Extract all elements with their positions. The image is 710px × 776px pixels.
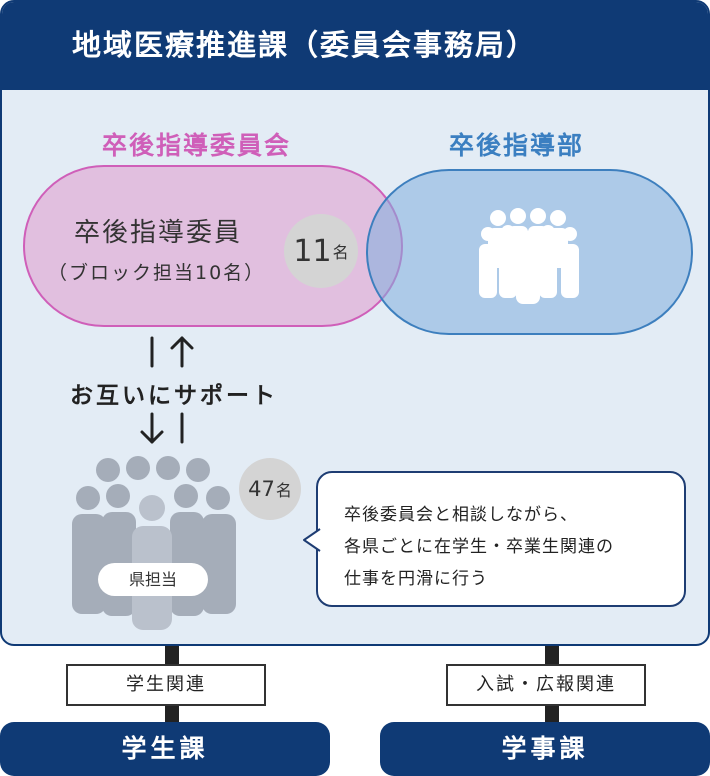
speech-bubble-tail (303, 528, 321, 552)
committee-count-unit: 名 (332, 243, 349, 262)
committee-member-title: 卒後指導委員 (74, 218, 243, 248)
prefecture-people-icon (72, 456, 236, 630)
prefecture-count: 47 (248, 477, 275, 501)
committee-label: 卒後指導委員会 (102, 131, 292, 160)
support-arrows-icon (140, 336, 194, 444)
group-people-icon (479, 208, 579, 304)
prefecture-label: 県担当 (98, 563, 208, 596)
committee-member-sub: （ブロック担当10名） (48, 262, 266, 284)
support-text: お互いにサポート (70, 383, 278, 409)
academic-affairs-division[interactable]: 学事課 (380, 722, 710, 776)
bubble-line-1: 卒後委員会と相談しながら、 (344, 505, 578, 525)
committee-count: 11 (293, 233, 332, 269)
prefecture-count-unit: 名 (275, 481, 292, 500)
page-title: 地域医療推進課（委員会事務局） (2, 2, 708, 90)
speech-bubble: 卒後委員会と相談しながら、 各県ごとに在学生・卒業生関連の 仕事を円滑に行う (316, 471, 686, 607)
department-label: 卒後指導部 (449, 131, 585, 160)
student-affairs-division[interactable]: 学生課 (0, 722, 330, 776)
main-panel: 地域医療推進課（委員会事務局） 卒後指導委員会 卒後指導部 卒後指導委員 （ブロ… (0, 0, 710, 646)
bubble-line-2: 各県ごとに在学生・卒業生関連の (344, 537, 614, 557)
student-related-label: 学生関連 (66, 664, 266, 706)
admissions-pr-label: 入試・広報関連 (446, 664, 646, 706)
bubble-line-3: 仕事を円滑に行う (344, 569, 488, 589)
